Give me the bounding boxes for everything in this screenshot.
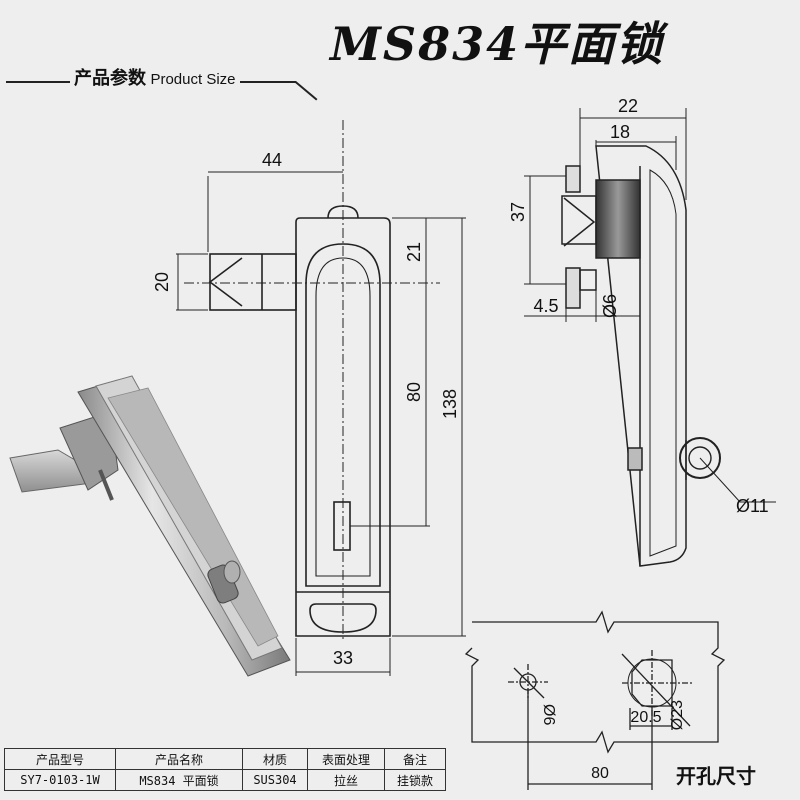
spec-cell-material: SUS304 bbox=[242, 769, 308, 791]
dim-37: 37 bbox=[508, 202, 528, 222]
spec-cell-model: SY7-0103-1W bbox=[4, 769, 116, 791]
dim-20: 20 bbox=[152, 272, 172, 292]
cutout-dimension-labels: Ø6 Ø23 20.5 80 bbox=[540, 700, 686, 782]
spec-cell-name: MS834 平面锁 bbox=[115, 769, 243, 791]
front-view bbox=[184, 120, 440, 642]
spec-table-header-row: 产品型号 产品名称 材质 表面处理 备注 bbox=[4, 748, 446, 770]
side-dimension-labels: 22 18 37 4.5 Ø6 Ø11 bbox=[508, 96, 769, 516]
product-photo bbox=[9, 375, 291, 677]
hole-dim-dia-23: Ø23 bbox=[669, 700, 686, 730]
spec-table: 产品型号 产品名称 材质 表面处理 备注 SY7-0103-1W MS834 平… bbox=[4, 748, 446, 791]
spec-cell-finish: 拉丝 bbox=[307, 769, 385, 791]
spec-header-finish: 表面处理 bbox=[307, 748, 385, 770]
dim-22: 22 bbox=[618, 96, 638, 116]
hole-dim-20-5: 20.5 bbox=[630, 709, 661, 726]
dim-44: 44 bbox=[262, 150, 282, 170]
spec-table-row: SY7-0103-1W MS834 平面锁 SUS304 拉丝 挂锁款 bbox=[4, 769, 446, 791]
dim-dia-6: Ø6 bbox=[600, 294, 620, 318]
section-header-cn: 产品参数 bbox=[74, 68, 146, 89]
spec-header-name: 产品名称 bbox=[115, 748, 243, 770]
dim-18: 18 bbox=[610, 122, 630, 142]
spec-header-model: 产品型号 bbox=[4, 748, 116, 770]
spec-header-note: 备注 bbox=[384, 748, 446, 770]
dim-138: 138 bbox=[440, 389, 460, 419]
cutout-drawing bbox=[464, 610, 726, 790]
section-header: 产品参数 Product Size bbox=[70, 64, 240, 90]
front-dimensions bbox=[176, 171, 466, 676]
hole-dim-dia-6: Ø6 bbox=[540, 704, 557, 725]
section-header-en: Product Size bbox=[150, 71, 236, 88]
dim-80: 80 bbox=[404, 382, 424, 402]
dim-4-5: 4.5 bbox=[533, 296, 558, 316]
side-view bbox=[561, 145, 721, 567]
cutout-size-label: 开孔尺寸 bbox=[676, 764, 756, 788]
dim-dia-11: Ø11 bbox=[736, 496, 769, 516]
hole-dim-80: 80 bbox=[591, 765, 609, 782]
spec-header-material: 材质 bbox=[242, 748, 308, 770]
side-dimensions bbox=[524, 108, 776, 503]
dim-33: 33 bbox=[333, 648, 353, 668]
spec-cell-note: 挂锁款 bbox=[384, 769, 446, 791]
front-dimension-labels: 44 20 21 80 138 33 bbox=[152, 150, 460, 668]
dim-21: 21 bbox=[404, 242, 424, 262]
product-title: MS834平面锁 bbox=[330, 17, 665, 71]
